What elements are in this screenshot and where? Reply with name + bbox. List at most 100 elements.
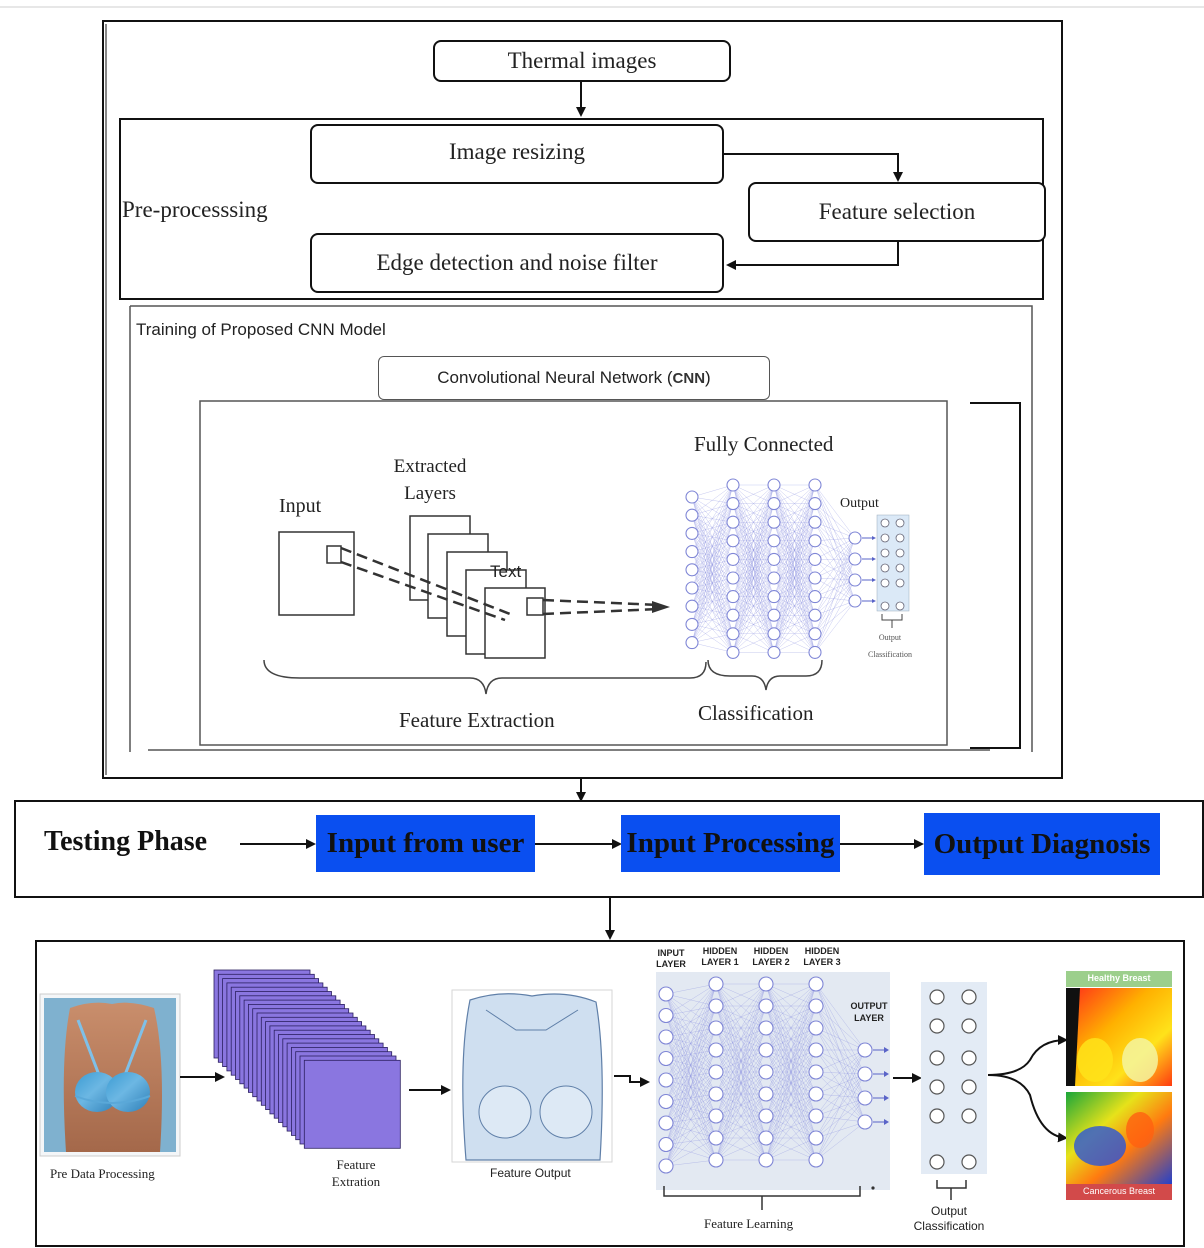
edge-detection-label: Edge detection and noise filter xyxy=(376,250,658,275)
nn-node xyxy=(808,515,822,529)
extracted-layers-line2: Layers xyxy=(404,483,456,504)
nn-node xyxy=(658,1029,674,1045)
nn-node xyxy=(808,1108,824,1124)
input-processing-box: Input Processing xyxy=(621,815,840,872)
nn-node xyxy=(758,1086,774,1102)
feature-extration-label: Feature Extration xyxy=(316,1156,396,1190)
nn-node xyxy=(726,478,740,492)
output-node xyxy=(961,1079,977,1095)
bottom-frame xyxy=(35,940,1185,1247)
output-node xyxy=(895,548,905,558)
top-frame xyxy=(102,20,1063,779)
output-node xyxy=(895,533,905,543)
cnn-input-square xyxy=(278,531,355,616)
nn-node xyxy=(767,645,781,659)
hidden3-line1: HIDDEN xyxy=(804,946,840,956)
hidden1-line2: LAYER 1 xyxy=(701,957,739,967)
nn-node xyxy=(758,976,774,992)
output-node xyxy=(929,1154,945,1170)
nn-node xyxy=(726,497,740,511)
extracted-layers-label: Extracted Layers xyxy=(380,453,480,507)
output-node xyxy=(961,1154,977,1170)
nn-node xyxy=(808,976,824,992)
thermal-images-label: Thermal images xyxy=(507,48,657,73)
nn-node xyxy=(708,998,724,1014)
preprocessing-title: Pre-processsing xyxy=(122,197,268,222)
image-resizing-box: Image resizing xyxy=(310,124,724,184)
nn-node xyxy=(758,1042,774,1058)
nn-node xyxy=(726,645,740,659)
nn-node xyxy=(857,1090,873,1106)
nn-node xyxy=(808,1064,824,1080)
nn-node xyxy=(726,627,740,641)
nn-node xyxy=(685,490,699,504)
nn-node xyxy=(685,581,699,595)
output-diagnosis-label: Output Diagnosis xyxy=(933,827,1151,860)
nn-node xyxy=(758,998,774,1014)
testing-phase-label: Testing Phase xyxy=(44,826,208,857)
cnn-title-prefix: Convolutional Neural Network ( xyxy=(437,368,673,387)
nn-node xyxy=(808,497,822,511)
output-layer-line1: OUTPUT xyxy=(850,1001,888,1011)
output-classification-small: Output Classification xyxy=(858,629,922,663)
output-node xyxy=(895,601,905,611)
extracted-layers-line1: Extracted xyxy=(393,456,467,477)
nn-node xyxy=(857,1066,873,1082)
nn-node xyxy=(726,571,740,585)
nn-node xyxy=(767,534,781,548)
nn-node xyxy=(685,563,699,577)
feature-extration-line1: Feature xyxy=(336,1157,376,1172)
nn-node xyxy=(808,608,822,622)
nn-node xyxy=(685,617,699,631)
output-label: Output xyxy=(840,496,879,511)
output-classification-line2: Classification xyxy=(913,1219,985,1233)
output-small-line2: Classification xyxy=(868,650,912,659)
nn-node xyxy=(708,976,724,992)
output-node xyxy=(929,1079,945,1095)
feature-extraction-label: Feature Extraction xyxy=(399,708,555,732)
nn-node xyxy=(767,608,781,622)
output-classification-label: Output Classification xyxy=(906,1204,992,1234)
nn-node xyxy=(726,608,740,622)
output-node xyxy=(880,563,890,573)
nn-node xyxy=(767,497,781,511)
nn-node xyxy=(685,636,699,650)
nn-node xyxy=(708,1130,724,1146)
nn-node xyxy=(767,590,781,604)
nn-node xyxy=(767,478,781,492)
output-node xyxy=(961,1050,977,1066)
nn-node xyxy=(767,515,781,529)
nn-node xyxy=(767,552,781,566)
edge-detection-box: Edge detection and noise filter xyxy=(310,233,724,293)
nn-node xyxy=(767,627,781,641)
thermal-images-box: Thermal images xyxy=(433,40,731,82)
nn-node xyxy=(808,998,824,1014)
classification-brace xyxy=(707,659,823,691)
feature-learning-label: Feature Learning xyxy=(704,1216,794,1231)
nn-node xyxy=(758,1130,774,1146)
output-node xyxy=(961,1108,977,1124)
nn-node xyxy=(708,1108,724,1124)
training-title: Training of Proposed CNN Model xyxy=(136,320,386,339)
extracted-layers-stack xyxy=(409,515,546,659)
input-layer-label: INPUT LAYER xyxy=(650,948,692,970)
input-from-user-box: Input from user xyxy=(316,815,535,872)
hidden-layer-3-label: HIDDEN LAYER 3 xyxy=(799,946,845,968)
output-classification-line1: Output xyxy=(930,1204,968,1218)
output-node xyxy=(880,601,890,611)
hidden1-line1: HIDDEN xyxy=(702,946,738,956)
hidden3-line2: LAYER 3 xyxy=(803,957,841,967)
nn-node xyxy=(808,1042,824,1058)
output-layer-line2: LAYER xyxy=(854,1013,884,1023)
feature-selection-label: Feature selection xyxy=(818,199,976,224)
cnn-frame xyxy=(199,400,948,746)
nn-node xyxy=(658,1050,674,1067)
output-diagnosis-box: Output Diagnosis xyxy=(924,813,1160,875)
output-node xyxy=(880,533,890,543)
feature-extration-line2: Extration xyxy=(331,1174,381,1189)
cnn-title-suffix: ) xyxy=(705,368,711,387)
feature-extraction-brace xyxy=(263,659,707,695)
nn-node xyxy=(685,599,699,613)
nn-node xyxy=(808,1020,824,1036)
